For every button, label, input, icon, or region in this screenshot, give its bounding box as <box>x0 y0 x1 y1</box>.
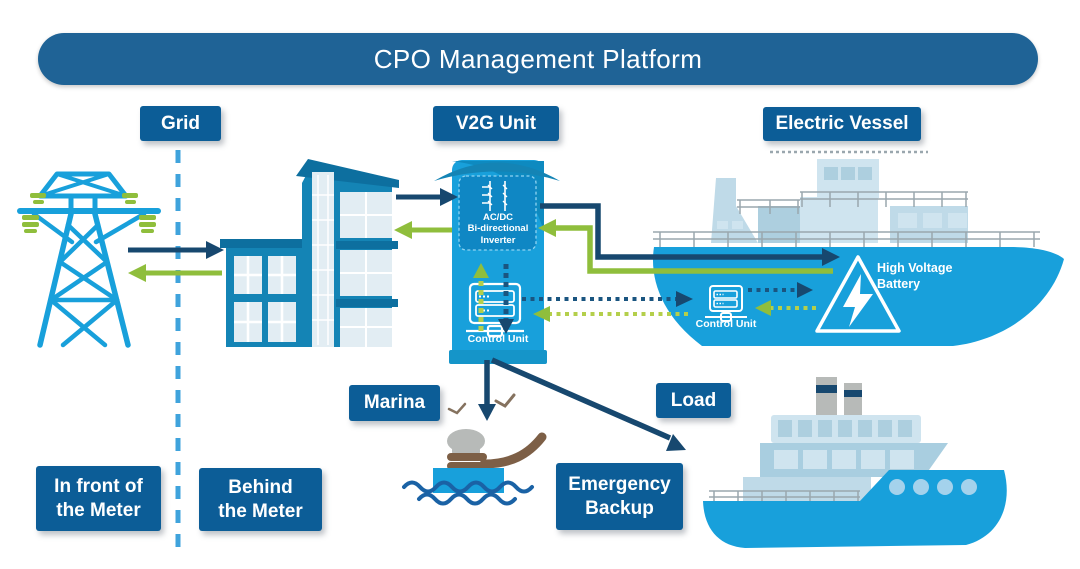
vessel-control-unit-label: Control Unit <box>695 318 757 330</box>
emergency-backup-label: Emergency Backup <box>556 463 683 530</box>
v2g-control-unit-label: Control Unit <box>467 333 529 345</box>
canopy <box>434 162 560 181</box>
porthole-icon <box>889 479 977 495</box>
ferry-icon <box>703 377 1007 548</box>
behind-the-meter-label: Behind the Meter <box>199 468 322 531</box>
marina-label: Marina <box>349 385 440 421</box>
in-front-of-meter-label: In front of the Meter <box>36 466 161 531</box>
building-windows <box>234 256 296 342</box>
mooring-bollard-icon <box>433 429 547 493</box>
electric-vessel-label: Electric Vessel <box>763 107 921 141</box>
flow-v2g-to-load-arrow <box>490 357 672 441</box>
electric-vessel-icon <box>652 150 1064 346</box>
seagull-icon <box>494 393 516 408</box>
marina-group <box>402 393 547 506</box>
inverter-icon <box>458 175 537 251</box>
vessel-control-unit-icon <box>705 285 747 322</box>
waves-icon <box>402 480 534 506</box>
v2g-unit-label: V2G Unit <box>433 106 559 141</box>
ferry-top-windows <box>778 420 912 437</box>
flow-arrows <box>128 188 840 451</box>
ferry-hull <box>703 470 1007 548</box>
building-icon <box>220 159 399 347</box>
inverter-label: AC/DC Bi-directional Inverter <box>467 212 529 246</box>
grid-label: Grid <box>140 106 221 141</box>
v2g-charger-icon <box>434 160 560 364</box>
flow-battery-to-v2g-arrow <box>556 225 833 274</box>
flow-v2g-to-battery-arrow <box>540 203 822 260</box>
high-voltage-battery-label: High Voltage Battery <box>877 261 953 291</box>
v2g-control-unit-icon <box>466 282 524 338</box>
transmission-tower-icon <box>17 171 161 348</box>
title-banner: CPO Management Platform <box>38 33 1038 85</box>
insulator-icon <box>22 193 156 233</box>
rope-icon <box>479 432 547 469</box>
seagull-icon <box>447 402 467 415</box>
deck-railing <box>653 191 1040 247</box>
ferry-mid-windows <box>774 450 914 469</box>
high-voltage-battery-icon <box>815 255 901 333</box>
ferry-railing <box>709 490 860 503</box>
load-label: Load <box>656 383 731 418</box>
